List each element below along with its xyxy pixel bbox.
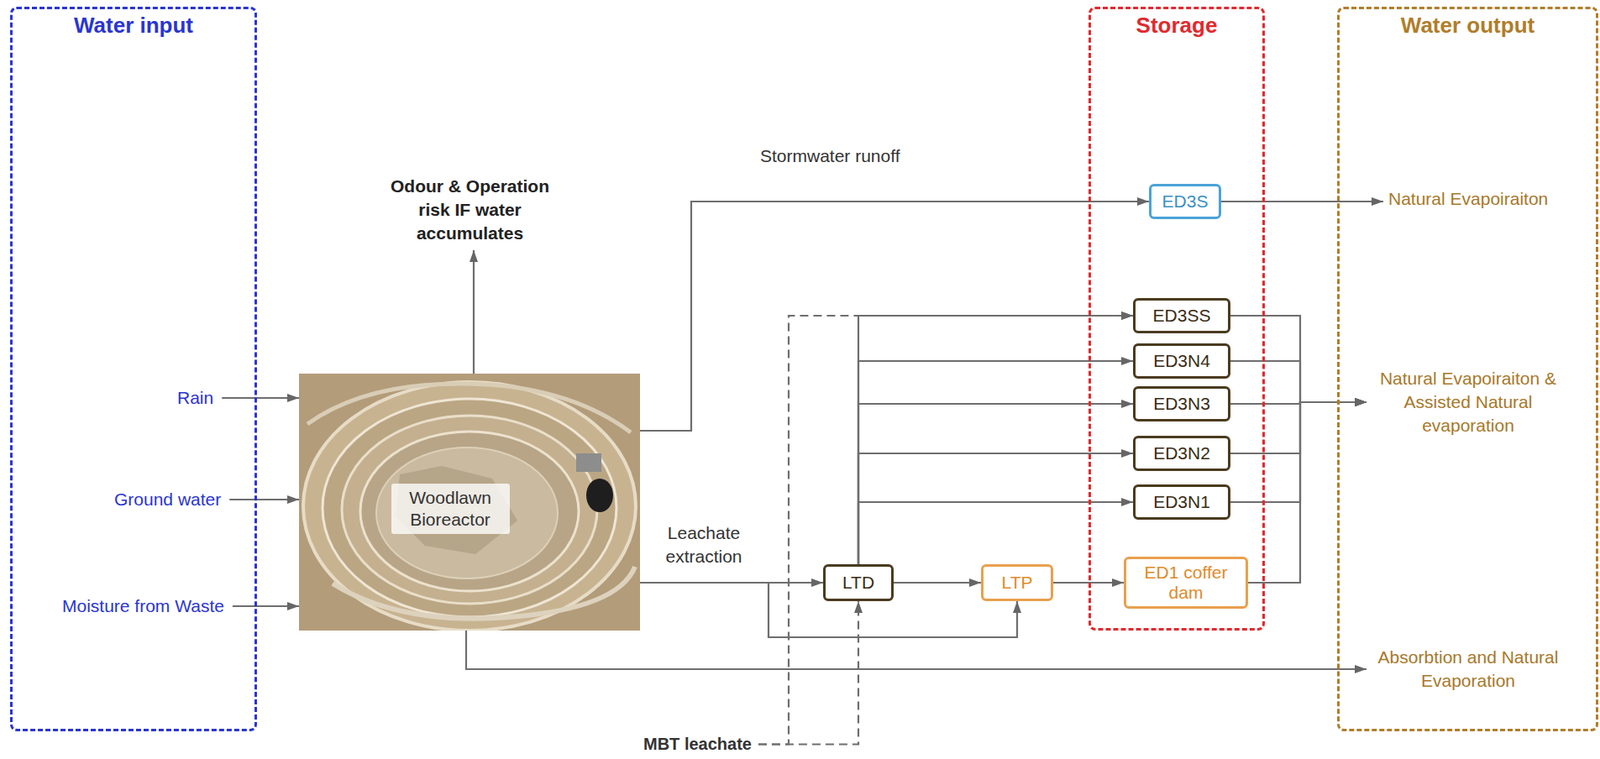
node-text: ED3N1 bbox=[1153, 492, 1211, 513]
node-text: ED3N4 bbox=[1153, 351, 1211, 372]
storage-box: ED1 coffer dam bbox=[1123, 556, 1249, 609]
group-heading: Water output bbox=[1339, 12, 1596, 39]
connector bbox=[1248, 402, 1367, 583]
node-text: Natural Evapoiraiton & Assisted Natural … bbox=[1371, 367, 1565, 438]
output-label: Natural Evapoiraiton & Assisted Natural … bbox=[1371, 367, 1565, 438]
connector bbox=[1230, 361, 1367, 403]
building bbox=[576, 453, 602, 473]
connector bbox=[1221, 200, 1384, 203]
node-text: Absorbtion and Natural Evaporation bbox=[1371, 645, 1565, 693]
node-text: Odour & Operation risk IF water accumula… bbox=[379, 174, 561, 246]
storage-box: ED3N3 bbox=[1133, 386, 1231, 422]
pit-terrace bbox=[322, 398, 617, 618]
input-label: Rain bbox=[175, 386, 216, 410]
connector bbox=[858, 403, 1134, 565]
node-text: Moisture from Waste bbox=[62, 596, 225, 617]
input-label: Ground water bbox=[112, 487, 223, 512]
node-text: Ground water bbox=[114, 489, 221, 510]
node-text: ED3S bbox=[1162, 191, 1209, 212]
node-text: LTP bbox=[1001, 572, 1034, 593]
pond bbox=[586, 478, 614, 513]
storage-box: ED3SS bbox=[1133, 298, 1231, 334]
group-region: Water outputNatural EvapoiraitonNatural … bbox=[1337, 6, 1599, 732]
group-region: Water inputRainGround waterMoisture from… bbox=[10, 6, 258, 732]
bioreactor-node: Woodlawn Bioreactor bbox=[299, 373, 640, 631]
storage-box: LTD bbox=[823, 564, 894, 602]
group-region: StorageED3S ED3SS ED3N4ED3N3ED3N2ED3N1ED1 … bbox=[1088, 6, 1265, 631]
output-label: Absorbtion and Natural Evaporation bbox=[1371, 645, 1565, 693]
pit-terrace bbox=[341, 415, 598, 604]
node-text: ED3SS bbox=[1153, 305, 1212, 326]
storage-box: ED3N1 bbox=[1133, 484, 1231, 520]
storage-box: ED3N2 bbox=[1133, 435, 1231, 472]
group-heading: Storage bbox=[1091, 12, 1263, 39]
haul-road bbox=[307, 383, 631, 433]
dashed-connector bbox=[758, 601, 859, 745]
node-text: Rain bbox=[177, 388, 214, 409]
photo-ground bbox=[299, 373, 640, 631]
node-text: Natural Evapoiraiton bbox=[1388, 187, 1548, 211]
edge-label: Stormwater runoff bbox=[758, 144, 903, 168]
connector bbox=[1230, 402, 1367, 454]
connector bbox=[1230, 402, 1367, 503]
source-label: MBT leachate bbox=[641, 734, 754, 756]
storage-box: LTP bbox=[980, 564, 1054, 602]
pit-terrace bbox=[360, 431, 579, 592]
storage-box: ED3N4 bbox=[1133, 343, 1231, 379]
connector bbox=[221, 397, 300, 399]
node-text: LTD bbox=[842, 572, 875, 593]
connector bbox=[858, 453, 1134, 565]
input-label: Moisture from Waste bbox=[60, 594, 226, 619]
group-heading: Water input bbox=[12, 12, 255, 39]
node-text: ED1 coffer dam bbox=[1136, 562, 1236, 604]
connector bbox=[466, 630, 1367, 670]
connector bbox=[858, 315, 1134, 565]
output-label: Natural Evapoiraiton bbox=[1388, 187, 1548, 211]
connector bbox=[858, 502, 1134, 565]
pit-floor bbox=[376, 447, 558, 579]
node-text: MBT leachate bbox=[643, 734, 752, 755]
connector bbox=[232, 605, 300, 608]
connector bbox=[1230, 315, 1367, 403]
risk-note: Odour & Operation risk IF water accumula… bbox=[379, 174, 561, 246]
dashed-connector bbox=[758, 315, 1134, 745]
connector bbox=[893, 582, 981, 584]
connector bbox=[229, 498, 300, 501]
node-text: ED3N2 bbox=[1153, 443, 1211, 464]
node-text: Woodlawn Bioreactor bbox=[391, 483, 510, 535]
pit-rim bbox=[303, 382, 636, 631]
haul-road bbox=[332, 566, 635, 620]
storage-box: ED3S bbox=[1148, 183, 1222, 220]
connector bbox=[472, 250, 475, 374]
connector bbox=[858, 361, 1134, 565]
edge-label: Leachate extraction bbox=[651, 521, 756, 569]
node-text: ED3N3 bbox=[1153, 393, 1211, 415]
